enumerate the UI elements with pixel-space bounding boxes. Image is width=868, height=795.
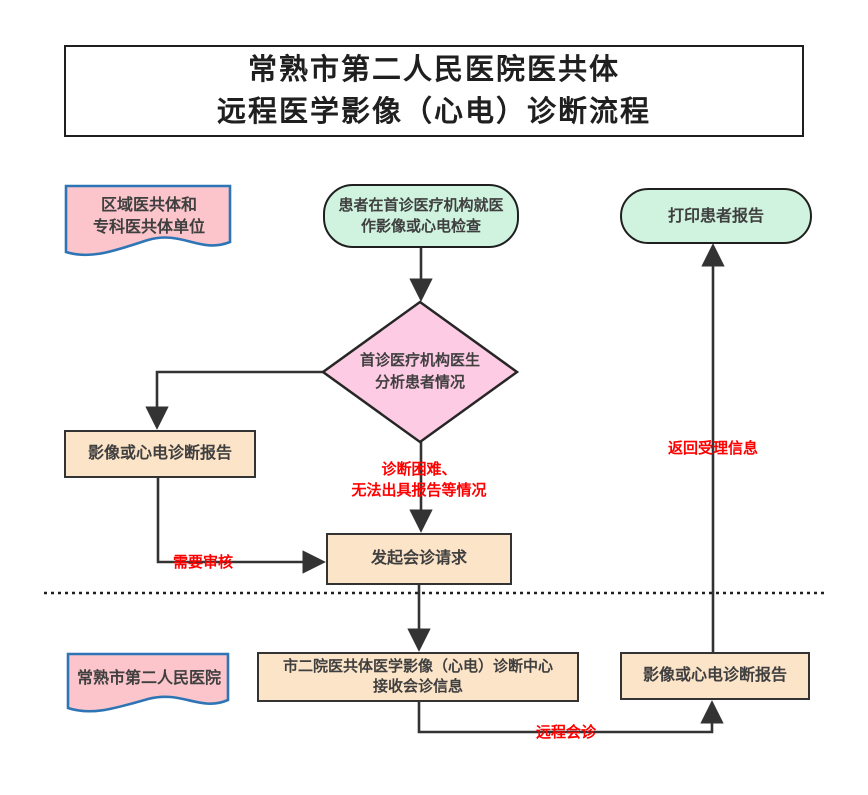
difficulty-line2: 无法出具报告等情况	[351, 482, 487, 499]
edge-label-need-review: 需要审核	[172, 554, 233, 571]
node-report-upper: 影像或心电诊断报告	[64, 430, 256, 478]
node-patient-visit: 患者在首诊医疗机构就医 作影像或心电检查	[323, 184, 519, 248]
title-line1: 常熟市第二人民医院医共体	[247, 54, 620, 86]
arrow-decision-to-report	[145, 370, 323, 430]
node-center-receive: 市二院医共体医学影像（心电）诊断中心 接收会诊信息	[257, 652, 579, 702]
arrow-report-to-initiate	[156, 478, 326, 574]
difficulty-line1: 诊断困难、	[381, 461, 457, 478]
title-box: 常熟市第二人民医院医共体 远程医学影像（心电）诊断流程	[64, 45, 804, 137]
edge-label-difficulty: 诊断困难、 无法出具报告等情况	[331, 459, 507, 501]
center-receive-line1: 市二院医共体医学影像（心电）诊断中心	[282, 658, 553, 675]
node-initiate-consult: 发起会诊请求	[326, 533, 512, 585]
edge-label-remote-consult: 远程会诊	[535, 724, 596, 741]
hospital-lane-shape	[66, 652, 230, 713]
hospital-lane-label: 常熟市第二人民医院	[66, 654, 232, 704]
region-lane-line1: 区域医共体和	[100, 197, 197, 214]
region-lane-label: 区域医共体和 专科医共体单位	[64, 186, 234, 248]
region-lane-line2: 专科医共体单位	[92, 219, 205, 236]
node-doctor-analysis: 首诊医疗机构医生 分析患者情况	[330, 328, 510, 416]
report-upper-line1: 影像或心电诊断报告	[87, 445, 232, 462]
initiate-consult-line1: 发起会诊请求	[370, 550, 467, 567]
node-report-lower: 影像或心电诊断报告	[620, 652, 810, 700]
patient-visit-line2: 作影像或心电检查	[360, 218, 481, 235]
edge-label-return-info: 返回受理信息	[667, 440, 758, 457]
doctor-analysis-line1: 首诊医疗机构医生	[359, 352, 480, 369]
doctor-analysis-line2: 分析患者情况	[374, 374, 465, 391]
node-print-report: 打印患者报告	[620, 188, 812, 244]
patient-visit-line1: 患者在首诊医疗机构就医	[338, 197, 504, 214]
center-receive-line2: 接收会诊信息	[372, 678, 463, 695]
title-line2: 远程医学影像（心电）诊断流程	[216, 96, 651, 128]
print-report-line1: 打印患者报告	[667, 207, 764, 225]
hospital-lane-line1: 常熟市第二人民医院	[76, 670, 221, 687]
region-lane-shape	[64, 184, 232, 257]
report-lower-line1: 影像或心电诊断报告	[642, 667, 787, 684]
